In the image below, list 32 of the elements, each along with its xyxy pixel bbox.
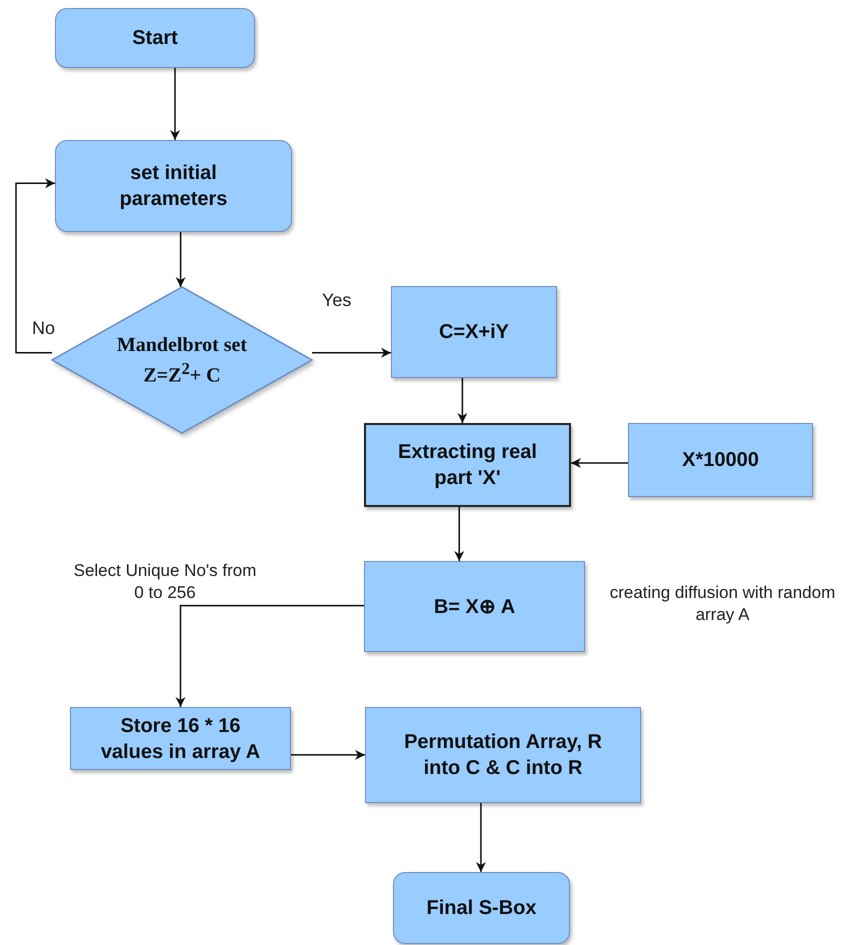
- process-box: [365, 707, 641, 803]
- arrow: [291, 750, 365, 760]
- terminal-box: [55, 140, 292, 232]
- terminal-box: [393, 872, 570, 944]
- arrow: [476, 803, 486, 872]
- annotation-text: Select Unique No's from 0 to 256: [72, 560, 258, 604]
- process-box: [70, 707, 291, 770]
- node-text: B= X⊕ A: [434, 594, 516, 620]
- process-box: [391, 286, 557, 378]
- arrow: [454, 507, 464, 561]
- node-text: Final S-Box: [426, 896, 536, 921]
- process-box: [364, 423, 571, 507]
- node-text: X*10000: [682, 448, 759, 473]
- arrow: [15, 178, 55, 354]
- process-box: [364, 561, 585, 652]
- arrow: [170, 68, 180, 140]
- node-text: Extracting real part 'X': [397, 440, 538, 491]
- arrow: [571, 458, 628, 468]
- node-text: set initial parameters: [118, 161, 228, 212]
- process-box: [628, 423, 813, 497]
- node-text: Mandelbrot set: [116, 332, 248, 358]
- arrow: [457, 378, 468, 423]
- arrow: [312, 348, 391, 358]
- node-text: Store 16 * 16 values in array A: [100, 714, 262, 764]
- annotation-text: creating diffusion with random array A: [608, 582, 836, 626]
- arrow: [176, 604, 364, 707]
- node-text: C=X+iY: [438, 320, 510, 345]
- node-text: Permutation Array, R into C & C into R: [403, 730, 603, 781]
- node-text: Start: [132, 26, 178, 51]
- node-text: Z=Z$^{2}$+ C: [143, 358, 221, 388]
- arrow: [176, 232, 186, 287]
- terminal-box: [55, 8, 255, 68]
